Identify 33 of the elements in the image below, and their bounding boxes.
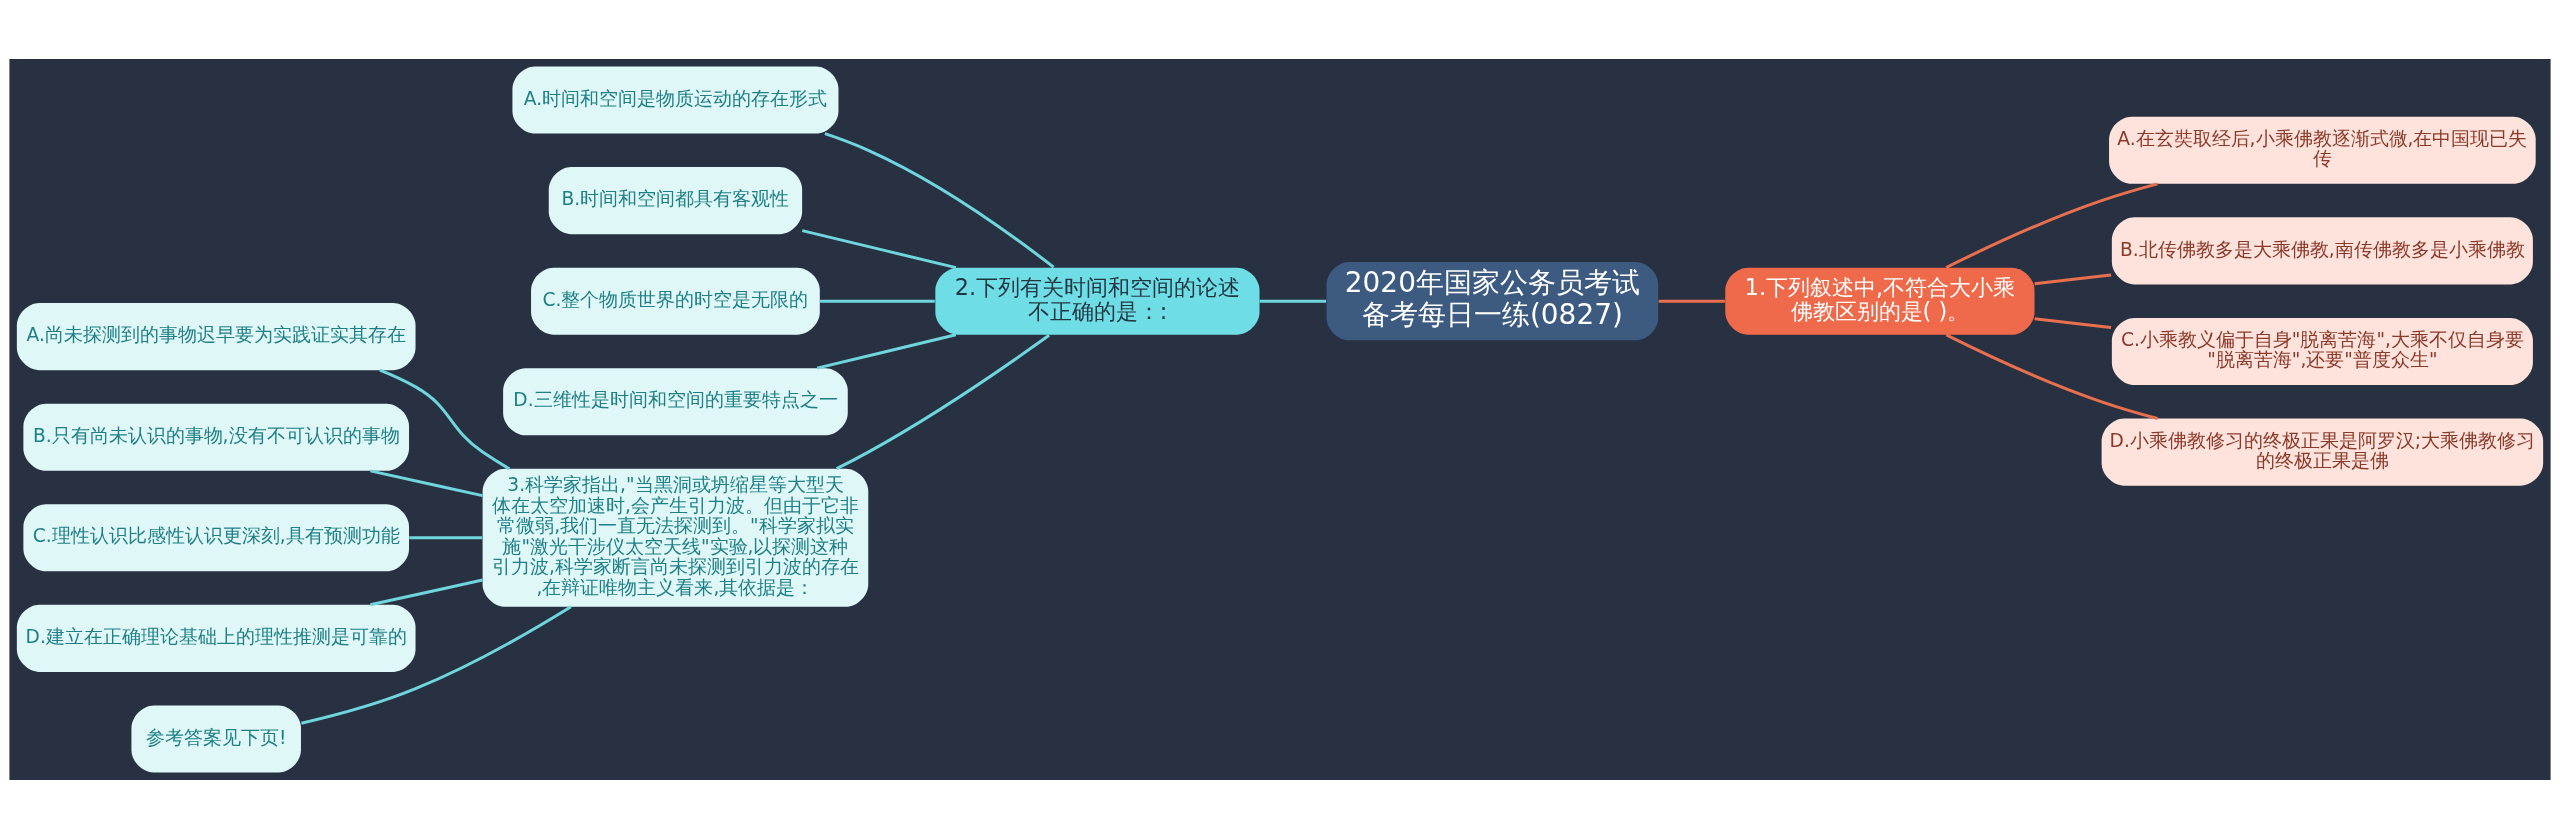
- connector: [816, 333, 957, 370]
- node-box: D.小乘佛教修习的终极正果是阿罗汉;大乘佛教修习的终极正果是佛: [2101, 418, 2544, 486]
- node-box: A.在玄奘取经后,小乘佛教逐渐式微,在中国现已失传: [2109, 116, 2536, 184]
- connector: [1945, 333, 2158, 420]
- node-box: B.只有尚未认识的事物,没有不可认识的事物: [23, 403, 409, 471]
- node-box: 2.下列有关时间和空间的论述不正确的是：:: [935, 267, 1260, 335]
- connector: [2034, 273, 2112, 286]
- connector: [820, 299, 935, 303]
- connector: [370, 469, 483, 498]
- node-box: 2020年国家公务员考试备考每日一练(0827): [1326, 262, 1659, 341]
- node-box: D.三维性是时间和空间的重要特点之一: [503, 368, 848, 436]
- connector: [1259, 299, 1327, 303]
- node-box: 参考答案见下页!: [131, 705, 301, 773]
- connector: [836, 334, 1050, 470]
- connector: [301, 605, 572, 725]
- connector: [824, 132, 1055, 269]
- node-box: C.理性认识比感性认识更深刻,具有预测功能: [23, 504, 409, 572]
- node-box: A.时间和空间是物质运动的存在形式: [512, 66, 839, 134]
- connector: [1658, 299, 1725, 303]
- node-box: C.小乘教义偏于自身"脱离苦海",大乘不仅自身要"脱离苦海",还要"普度众生": [2111, 317, 2533, 386]
- connector: [379, 368, 511, 471]
- connector: [370, 578, 483, 607]
- connector: [1945, 182, 2158, 269]
- node-box: 3.科学家指出,"当黑洞或坍缩星等大型天体在太空加速时,会产生引力波。但由于它非常微弱,我们一直无法探测到。"科学家拟实施"激光干涉仪太空天线"实验,以探测这种引力波,科学家断言尚未探测到引力波的存在,在辩证唯物主义看来,其依据是：: [482, 468, 869, 607]
- connector: [409, 536, 483, 540]
- connector: [801, 229, 957, 270]
- connector: [2034, 317, 2112, 329]
- node-box: B.北传佛教多是大乘佛教,南传佛教多是小乘佛教: [2111, 217, 2533, 285]
- node-box: C.整个物质世界的时空是无限的: [531, 267, 820, 335]
- node-box: B.时间和空间都具有客观性: [548, 167, 803, 235]
- node-box: 1.下列叙述中,不符合大小乘佛教区别的是( )。: [1725, 267, 2035, 335]
- node-box: D.建立在正确理论基础上的理性推测是可靠的: [16, 604, 416, 672]
- node-box: A.尚未探测到的事物迟早要为实践证实其存在: [16, 303, 416, 371]
